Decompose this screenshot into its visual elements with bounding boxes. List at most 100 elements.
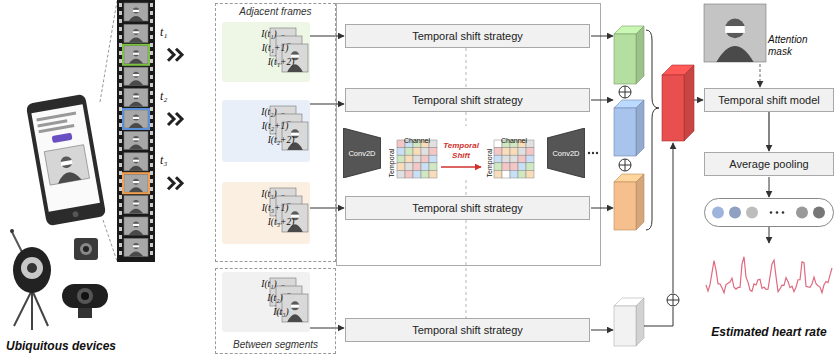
film-strip	[124, 174, 148, 192]
time-label: t₂	[160, 90, 168, 104]
device-illustration	[10, 1, 117, 330]
film-strip	[150, 51, 153, 55]
feature-grid	[494, 148, 502, 156]
feature-blocks	[684, 65, 694, 141]
axis-label: Channel	[501, 137, 527, 146]
frame-stack: I(t₁)I(t₂)I(t₃)	[222, 272, 310, 332]
process-box: Temporal shift strategy	[345, 88, 590, 112]
feature-grid	[413, 155, 421, 163]
film-strip	[119, 211, 122, 215]
film-strip	[124, 46, 148, 64]
device-illustration	[13, 247, 51, 293]
ellipsis-dot	[596, 152, 598, 154]
box-label: Conv2D	[348, 149, 375, 158]
label-box: Temporal	[380, 113, 398, 213]
film-strip	[119, 75, 122, 79]
feature-grid	[510, 170, 518, 178]
frame-stack: I(t₁)I(t₁+1)I(t₁+2)	[222, 22, 310, 82]
film-strip	[119, 51, 122, 55]
frame-label: I(t₃)	[237, 305, 325, 319]
film-strip	[119, 147, 122, 151]
chevron-symbol	[168, 49, 182, 61]
label-box: Temporal Shift	[438, 141, 484, 162]
chevron-symbol	[168, 177, 182, 189]
feature-blocks	[591, 208, 613, 209]
film-strip	[150, 211, 153, 215]
film-strip	[150, 251, 153, 255]
feature-grid	[405, 155, 413, 163]
phone-drawing	[60, 156, 73, 169]
output-illustration	[729, 207, 741, 219]
conv-trapezoid: Conv2D	[547, 128, 585, 178]
film-strip	[133, 93, 139, 99]
feature-blocks	[667, 294, 679, 306]
feature-blocks	[591, 100, 613, 101]
feature-grid	[421, 163, 429, 171]
film-strip	[129, 80, 143, 85]
film-strip	[124, 110, 148, 128]
film-strip	[150, 235, 153, 239]
panel-frame	[466, 220, 467, 318]
device-illustration	[32, 290, 48, 326]
film-strip	[150, 35, 153, 39]
frame-stack: I(t₃)I(t₃+1)I(t₃+2)	[222, 182, 310, 244]
feature-grid	[502, 148, 510, 156]
panel-frame	[337, 4, 601, 319]
label-box: t₁	[160, 22, 180, 40]
process-box: Average pooling	[704, 152, 834, 176]
phone-drawing	[56, 170, 81, 183]
film-strip	[133, 117, 139, 119]
film-strip	[133, 138, 139, 140]
film-strip	[133, 157, 139, 163]
output-illustration	[704, 4, 834, 293]
feature-grid	[429, 163, 437, 171]
output-illustration	[769, 227, 770, 243]
film-strip	[150, 227, 153, 231]
feature-grid	[429, 155, 437, 163]
film-strip	[119, 235, 122, 239]
film-strip	[129, 59, 143, 64]
film-strip	[124, 24, 148, 42]
feature-grid	[494, 170, 502, 178]
film-strip	[119, 203, 122, 207]
film-strip	[124, 238, 148, 256]
film-strip	[119, 43, 122, 47]
box-label: Temporal shift strategy	[412, 324, 523, 336]
phone-drawing	[72, 211, 79, 218]
dashed-group-box: Adjacent framesI(t₁)I(t₁+1)I(t₁+2)I(t₂)I…	[215, 3, 336, 262]
frame-thumbnails	[291, 305, 300, 308]
feature-grid	[518, 170, 526, 178]
process-box: Temporal shift strategy	[345, 318, 590, 342]
feature-blocks	[619, 159, 631, 171]
frame-label: I(t₁)	[225, 277, 313, 291]
output-illustration	[725, 19, 745, 39]
film-strip	[133, 50, 139, 56]
feature-blocks	[591, 26, 703, 346]
feature-grid	[397, 170, 405, 178]
film-strip	[150, 147, 153, 151]
label-box: Channel	[392, 129, 442, 147]
caption-label: Estimated heart rate	[711, 326, 826, 340]
box-label: Temporal shift strategy	[412, 30, 523, 42]
frame-stack: I(t₂)I(t₂+1)I(t₂+2)	[222, 100, 310, 162]
film-strip	[129, 37, 143, 42]
film-strip	[150, 243, 153, 247]
feature-blocks	[614, 182, 636, 230]
film-strip	[133, 72, 139, 78]
feature-grid	[502, 155, 510, 163]
film-strip	[133, 245, 139, 247]
film-strip	[119, 171, 122, 175]
feature-grid	[518, 163, 526, 171]
film-strip	[119, 11, 122, 15]
panel-frame	[466, 48, 467, 88]
film-strip	[119, 251, 122, 255]
device-illustration	[74, 238, 98, 260]
feature-grid	[510, 148, 518, 156]
film-strip	[119, 3, 122, 7]
film-strip	[123, 45, 149, 65]
film-strip	[150, 187, 153, 191]
film-strip	[119, 155, 122, 159]
feature-blocks	[619, 86, 631, 98]
film-strip	[119, 67, 122, 71]
feature-blocks	[667, 294, 679, 306]
